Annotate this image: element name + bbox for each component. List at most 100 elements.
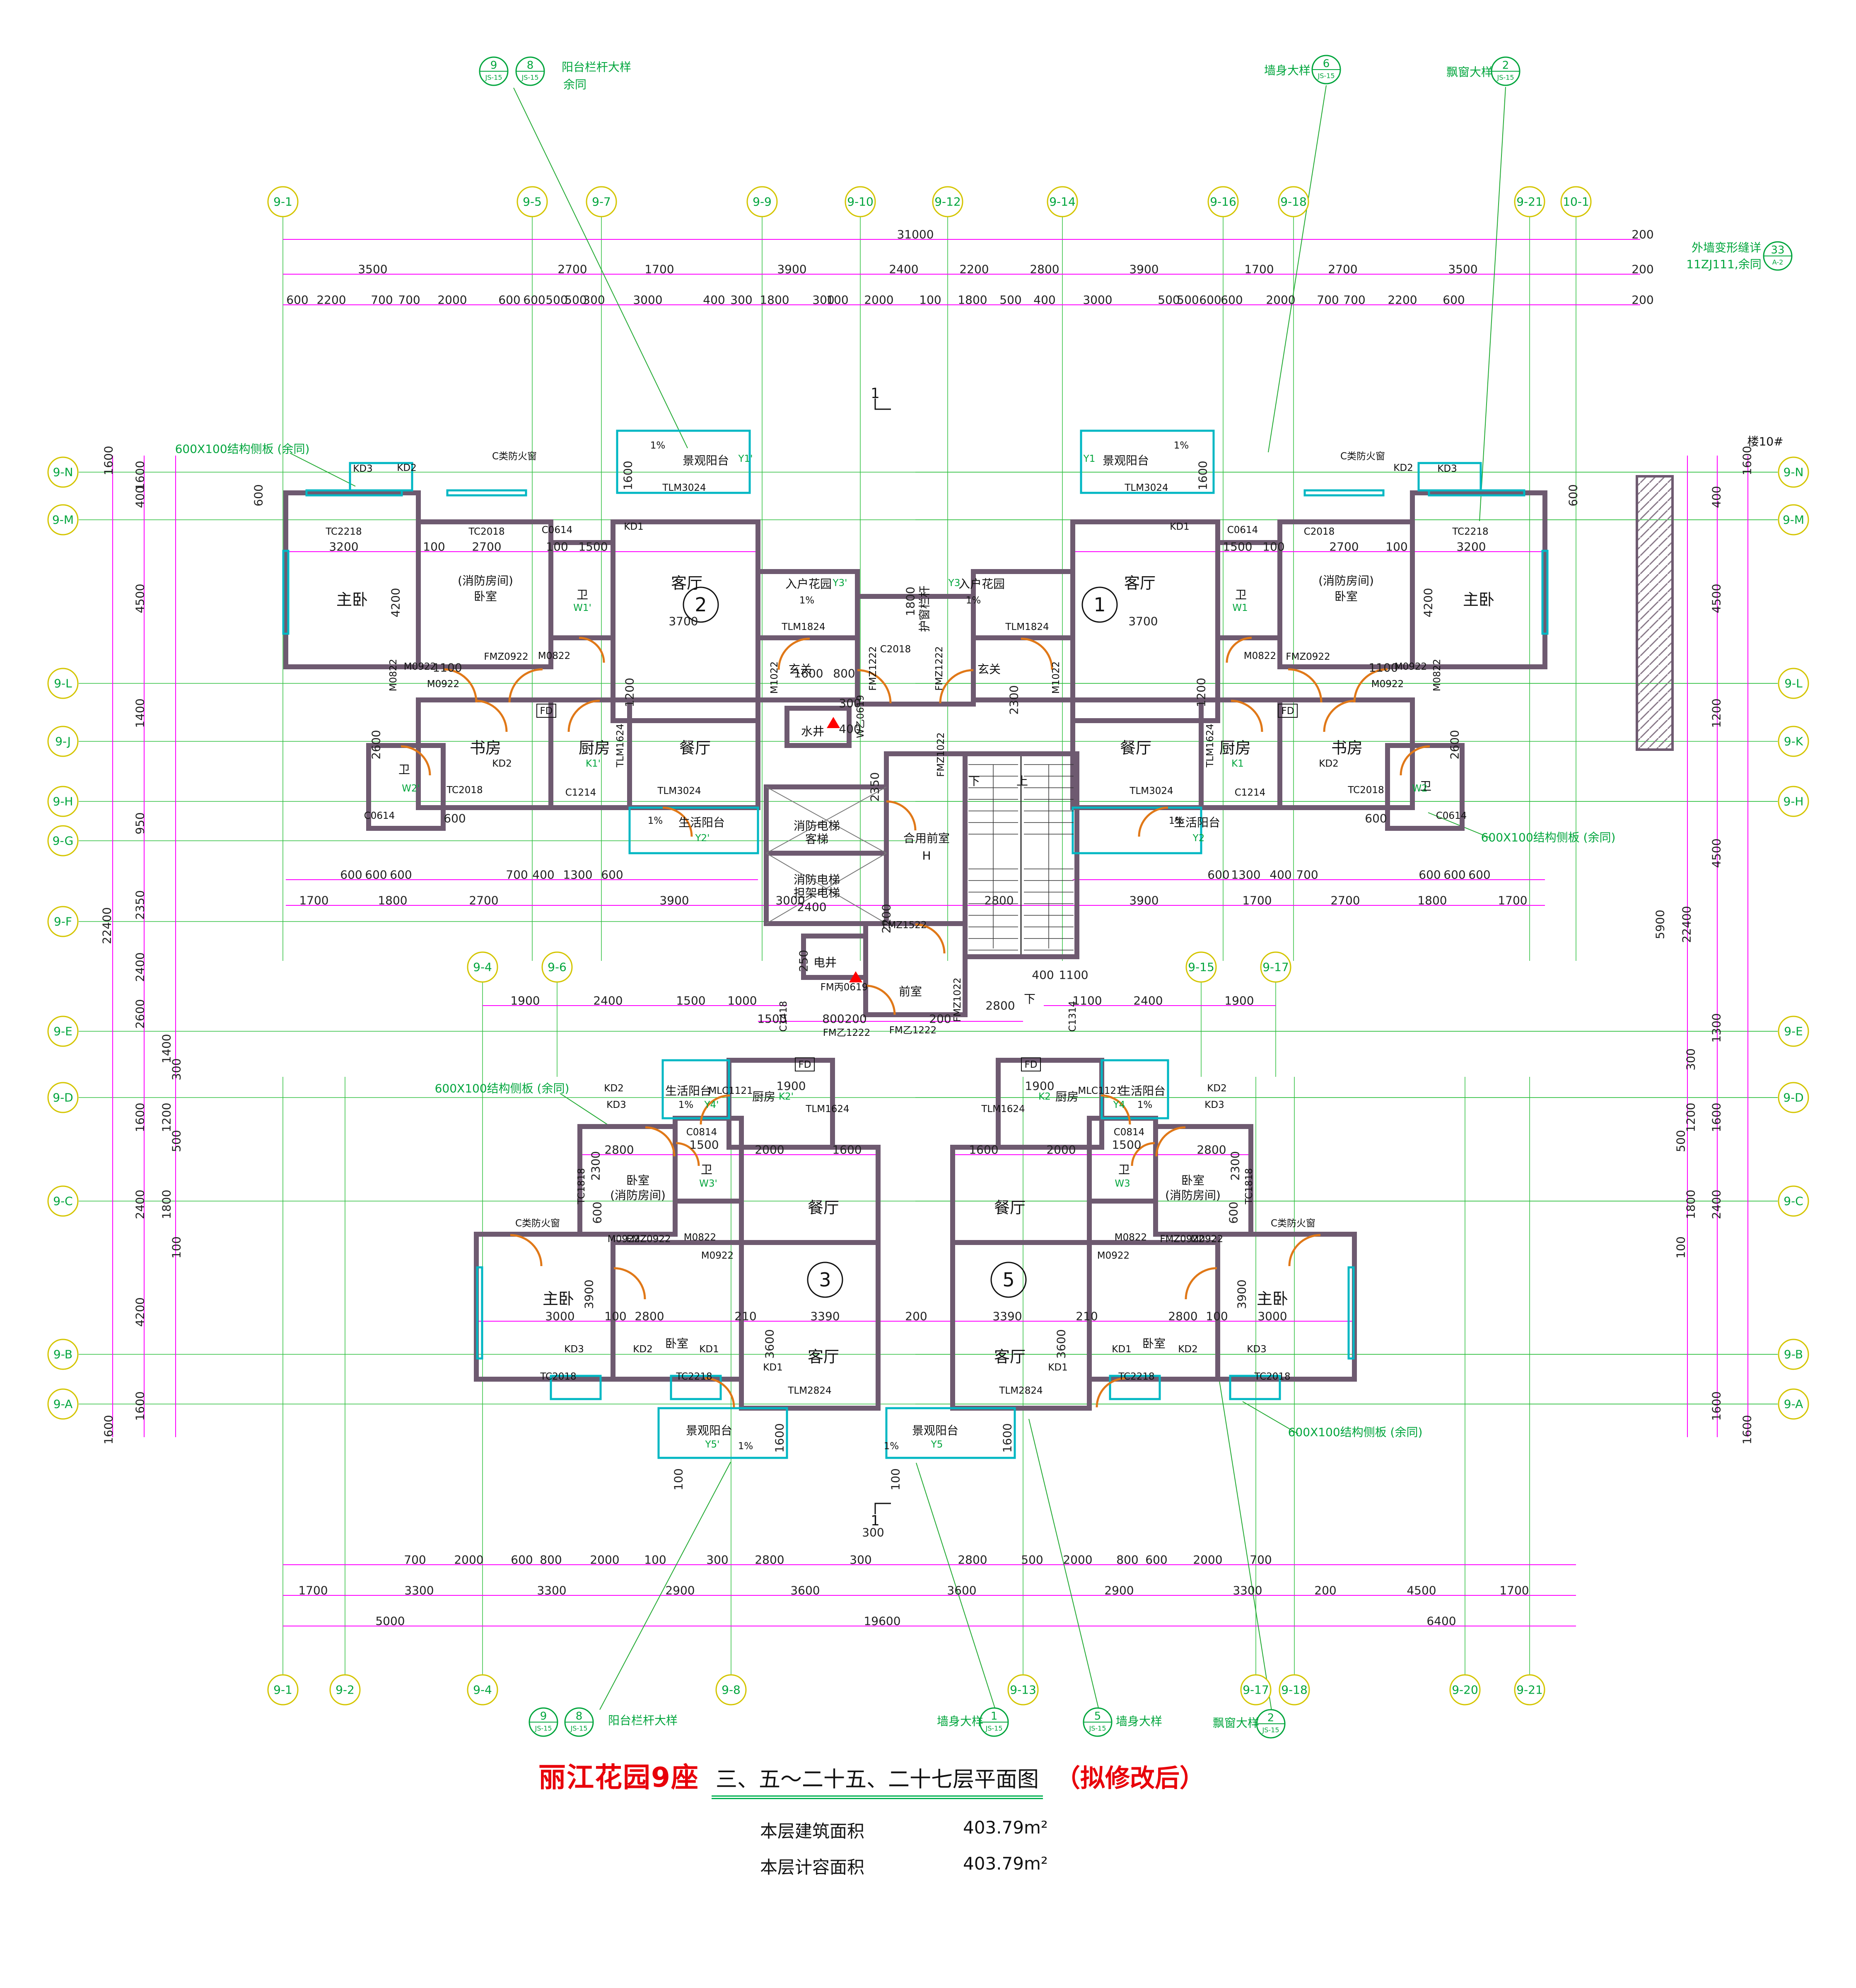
dim-label: 2700 [558, 263, 587, 276]
balconies-windows [282, 429, 1549, 1459]
dim-label: 600 [601, 868, 623, 882]
dim-label: 300 [850, 1553, 871, 1567]
room-small-label: (消防房间) [458, 574, 513, 588]
room-small-label: 上 [1016, 774, 1028, 788]
room-label: 客厅 [808, 1348, 839, 1366]
code-green-label: W2' [402, 783, 420, 794]
room-label: 客厅 [1124, 574, 1156, 592]
code-label: C0614 [542, 525, 573, 536]
dim-label: 600 [1145, 1553, 1167, 1567]
dim-label: 2350 [868, 772, 882, 801]
dim-label: 600 [1221, 293, 1243, 307]
code-green-label: Y2' [695, 833, 710, 844]
dim-label: 2400 [133, 952, 147, 982]
dim-label: 1600 [794, 667, 823, 680]
dim-label: 100 [1674, 1236, 1688, 1258]
code-green-label: Y4' [704, 1100, 719, 1110]
dim-label: 2800 [755, 1553, 784, 1567]
dim-label: 1100 [1368, 661, 1398, 675]
room-small-label: (消防房间) [610, 1189, 666, 1202]
room-small-label: (消防房间) [1165, 1189, 1221, 1202]
code-label: TC2018 [1347, 785, 1384, 796]
code-label: FD [1282, 706, 1294, 717]
dim-label: 500 [1158, 293, 1180, 307]
dim-label: 1800 [958, 293, 987, 307]
dim-label: 1600 [621, 461, 635, 490]
dim-label: 600 [365, 868, 387, 882]
detail-number: 2 [1267, 1712, 1274, 1724]
code-label: FMZ1222 [934, 646, 945, 690]
dim-label: 1900 [1025, 1079, 1054, 1093]
axis-bubble [47, 504, 79, 536]
dim-label: 200 [1632, 263, 1653, 276]
code-green-label: Y4 [1113, 1100, 1125, 1110]
dim-label: 2600 [133, 999, 147, 1028]
dim-label: 2800 [1168, 1310, 1197, 1323]
dim-label: 1200 [160, 1103, 174, 1132]
dim-label: 2800 [604, 1143, 634, 1157]
dim-label: 3600 [947, 1584, 976, 1597]
dim-label: 800 [822, 1012, 844, 1026]
code-label: M0822 [538, 651, 570, 661]
code-label: C1214 [565, 787, 596, 798]
dim-label: 2900 [665, 1584, 695, 1597]
dim-label: 1800 [1684, 1189, 1698, 1219]
axis-bubble [467, 1674, 498, 1706]
dim-label: 22400 [1680, 906, 1694, 943]
axis-bubble [47, 1082, 79, 1113]
axis-label: 9-12 [934, 195, 961, 209]
code-label: KD1 [763, 1362, 782, 1373]
dim-label: 1700 [1244, 263, 1274, 276]
dim-label: 100 [672, 1468, 685, 1490]
dim-label: 400 [703, 293, 725, 307]
dim-label: 1700 [1499, 1584, 1529, 1597]
axis-label: 9-D [53, 1091, 73, 1105]
axis-bubble [1560, 186, 1592, 217]
annotation-green: 余同 [563, 78, 586, 92]
dim-label: 1100 [1059, 968, 1088, 982]
axis-bubble [47, 825, 79, 856]
room-small-label: 入户花园 [958, 577, 1005, 591]
axis-bubble [932, 186, 963, 217]
code-label: M0822 [388, 659, 399, 691]
leader-lines [290, 85, 1506, 1711]
room-small-label: 生活阳台 [1174, 816, 1220, 830]
code-label: M0922 [1097, 1250, 1130, 1261]
axis-label: 9-B [1784, 1348, 1803, 1361]
unit-number: 3 [819, 1269, 831, 1291]
axis-bubble [47, 1339, 79, 1370]
dim-label: 1500 [1112, 1138, 1141, 1152]
dim-label: 1800 [760, 293, 789, 307]
dim-label: 600 [511, 1553, 533, 1567]
dim-label: 2700 [1330, 894, 1360, 907]
room-small-label: 生活阳台 [678, 816, 725, 830]
axis-label: 9-E [1784, 1025, 1803, 1038]
axis-label: 9-C [53, 1194, 72, 1208]
dim-label: 600 [1419, 868, 1441, 882]
dim-label: 3000 [545, 1310, 574, 1323]
dim-label: 100 [1385, 540, 1407, 554]
axis-label: 10-1 [1563, 195, 1589, 209]
dim-label: 300 [706, 1553, 728, 1567]
dim-label: 600 [390, 868, 412, 882]
axis-bubble [516, 186, 548, 217]
dim-label: 2200 [880, 904, 893, 933]
detail-sheet: A-2 [1772, 258, 1784, 266]
room-label: 主卧 [1257, 1290, 1288, 1308]
axis-bubble [267, 186, 299, 217]
annotation-green: 600X100结构侧板 (余同) [1288, 1426, 1423, 1439]
dim-label: 2000 [1266, 293, 1295, 307]
dim-label: 400 [839, 722, 861, 736]
room-small-label: 客梯 [805, 832, 828, 846]
dim-label: 300 [862, 1526, 884, 1539]
dim-label: 600 [1468, 868, 1490, 882]
section-markers [874, 398, 891, 1514]
dim-label: 1000 [727, 994, 757, 1008]
code-label: TLM3024 [662, 483, 706, 493]
room-small-label: 玄关 [789, 663, 812, 676]
dim-label: 3900 [659, 894, 689, 907]
dim-label: 1700 [299, 894, 328, 907]
dim-label: 2800 [984, 894, 1014, 907]
room-label: 餐厅 [808, 1199, 839, 1217]
